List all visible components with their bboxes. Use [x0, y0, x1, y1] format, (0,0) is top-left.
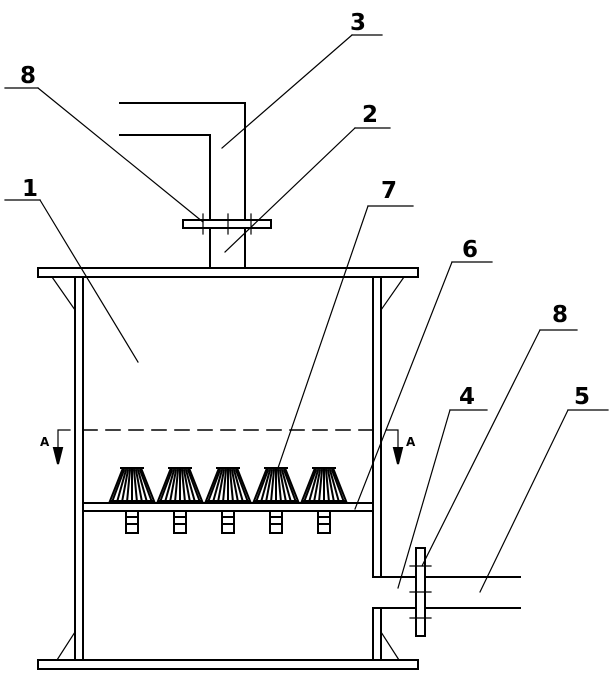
nozzle-stem — [318, 511, 330, 533]
section-label-right: A — [406, 435, 416, 449]
callout-8-right: 8 — [552, 302, 568, 328]
callout-numbers: 3 8 2 1 7 6 8 4 5 — [20, 10, 590, 410]
section-label-left: A — [40, 435, 50, 449]
section-arrow-right — [394, 448, 402, 464]
callout-4: 4 — [459, 384, 475, 410]
filter-nozzles — [110, 468, 346, 533]
callout-7: 7 — [381, 178, 397, 204]
filter-nozzle — [206, 468, 250, 533]
leader-6 — [355, 262, 452, 509]
inlet-pipe-left-edge — [120, 135, 210, 268]
callout-5: 5 — [574, 384, 590, 410]
nozzle-stem — [222, 511, 234, 533]
leader-5 — [480, 410, 568, 592]
callout-3: 3 — [350, 10, 366, 36]
nozzle-stem — [126, 511, 138, 533]
leader-lines — [5, 35, 608, 592]
gusset-top-right — [381, 277, 404, 310]
outlet-pipe — [373, 548, 520, 636]
nozzle-stem — [270, 511, 282, 533]
gusset-bottom-right — [381, 632, 399, 660]
section-mark-left — [58, 430, 70, 448]
section-line: A A — [40, 430, 416, 464]
section-mark-right — [386, 430, 398, 448]
leader-7 — [278, 206, 368, 468]
top-flange — [38, 268, 418, 277]
callout-6: 6 — [462, 237, 478, 263]
gusset-bottom-left — [57, 632, 75, 660]
bottom-flange — [38, 660, 418, 669]
distribution-plate — [83, 503, 373, 511]
inlet-pipe-right-edge — [120, 103, 245, 268]
leader-3 — [222, 35, 352, 148]
nozzle-stem — [174, 511, 186, 533]
filter-nozzle — [302, 468, 346, 533]
callout-1: 1 — [22, 176, 38, 202]
filter-nozzle — [110, 468, 154, 533]
leader-8b — [422, 330, 540, 566]
filter-nozzle — [158, 468, 202, 533]
filter-nozzle — [254, 468, 298, 533]
callout-2: 2 — [362, 102, 378, 128]
leader-8a — [38, 88, 203, 222]
gusset-top-left — [52, 277, 75, 310]
section-arrow-left — [54, 448, 62, 464]
inlet-pipe — [120, 103, 271, 268]
callout-8-top: 8 — [20, 63, 36, 89]
